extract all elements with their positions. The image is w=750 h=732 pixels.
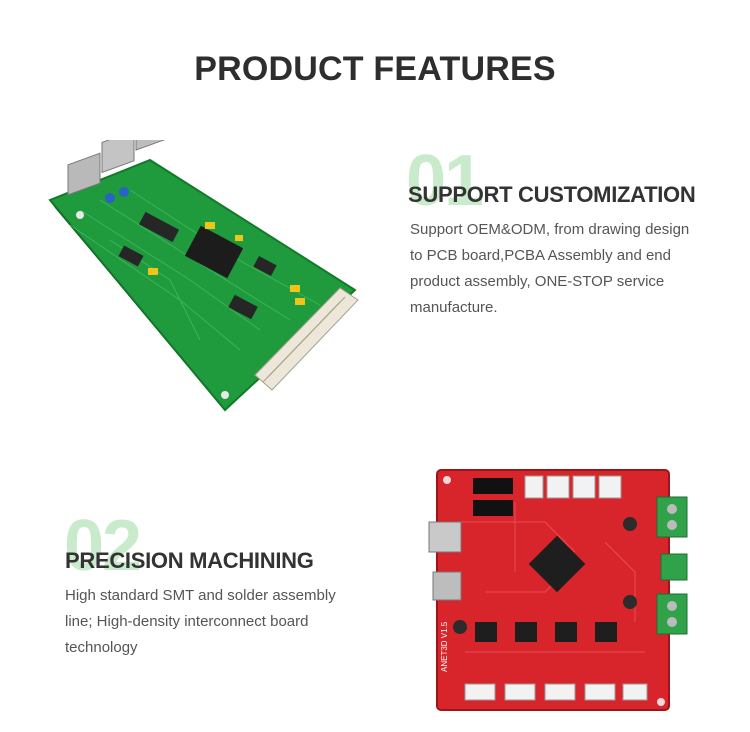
page-title: PRODUCT FEATURES (194, 50, 556, 88)
red-pcb-image: ANET3D V1.5 (425, 462, 695, 717)
feature-title-02: PRECISION MACHINING (65, 548, 314, 573)
feature-number-01: 01 (406, 141, 484, 221)
board-silkscreen: ANET3D V1.5 (440, 621, 449, 672)
feature-description-01: Support OEM&ODM, from drawing design to … (410, 221, 690, 316)
feature-title-01: SUPPORT CUSTOMIZATION (408, 182, 696, 207)
green-pcb-image (40, 107, 370, 420)
feature-description-02: High standard SMT and solder assembly li… (65, 587, 336, 656)
feature-number-02: 02 (64, 506, 142, 586)
